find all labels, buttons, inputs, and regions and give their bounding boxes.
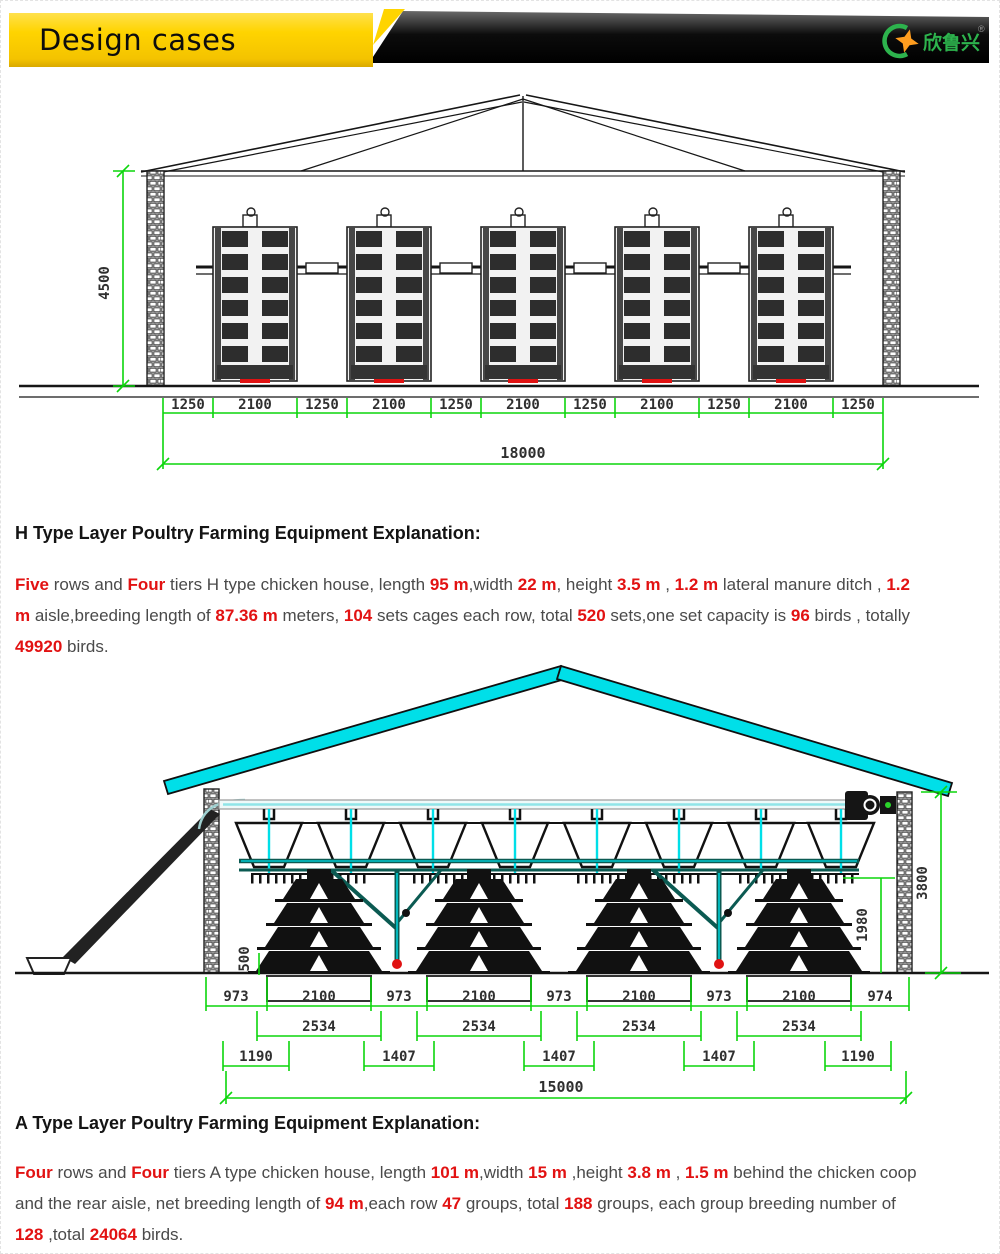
dim-label: 2100 <box>462 989 496 1005</box>
brick-column-right <box>882 170 901 387</box>
a-frame-cage <box>248 869 390 1002</box>
feed-conveyor-line <box>218 799 854 810</box>
text-line: m aisle,breeding length of 87.36 m meter… <box>15 606 910 625</box>
dim-label: 1250 <box>707 397 741 413</box>
dim-label-total: 18000 <box>500 444 545 462</box>
dim-label: 2534 <box>462 1019 496 1035</box>
a-frame-cage <box>568 869 710 1002</box>
text-line: and the rear aisle, net breeding length … <box>15 1194 896 1213</box>
dim-label: 1407 <box>702 1049 736 1065</box>
dim-label: 1250 <box>171 397 205 413</box>
dim-label: 2100 <box>640 397 674 413</box>
h-type-paragraph: Five rows and Four tiers H type chicken … <box>15 569 910 662</box>
a-type-heading: A Type Layer Poultry Farming Equipment E… <box>15 1113 481 1133</box>
manure-pit-base <box>746 975 852 1002</box>
dim-label: 2534 <box>622 1019 656 1035</box>
dim-label: 2534 <box>782 1019 816 1035</box>
dim-label: 1250 <box>841 397 875 413</box>
dim-label: 1407 <box>542 1049 576 1065</box>
post-red-dot <box>714 959 724 969</box>
a-frame-cage <box>728 869 870 1002</box>
ground-line <box>19 384 979 398</box>
company-logo: 欣鲁兴 ® <box>882 23 985 59</box>
cage-tower <box>614 207 700 383</box>
conveyor-motor <box>845 791 896 820</box>
cage-base-red-mark <box>508 379 538 383</box>
page-title: Design cases <box>39 23 237 57</box>
h-type-cage-rows <box>212 207 834 383</box>
dim-label-total: 15000 <box>538 1078 583 1096</box>
logo-star-icon <box>895 29 919 53</box>
black-ribbon <box>369 11 989 63</box>
dim-label: 973 <box>223 989 248 1005</box>
cage-tower <box>748 207 834 383</box>
dimension-lines <box>205 785 961 1105</box>
dim-label: 2100 <box>506 397 540 413</box>
h-type-heading: H Type Layer Poultry Farming Equipment E… <box>15 523 481 543</box>
dimension-lines <box>113 164 890 471</box>
cage-base-red-mark <box>642 379 672 383</box>
logo-text: 欣鲁兴 <box>923 31 980 54</box>
dim-label: 973 <box>546 989 571 1005</box>
dim-label: 1190 <box>239 1049 273 1065</box>
dim-label: 2100 <box>622 989 656 1005</box>
a-type-paragraph: Four rows and Four tiers A type chicken … <box>15 1157 917 1250</box>
brick-column-left <box>146 170 165 387</box>
dim-label-overall-height: 3800 <box>915 866 931 900</box>
text-line: Four rows and Four tiers A type chicken … <box>15 1163 917 1182</box>
cage-tower <box>480 207 566 383</box>
cage-base-red-mark <box>240 379 270 383</box>
registered-mark: ® <box>978 24 985 34</box>
dim-label: 2534 <box>302 1019 336 1035</box>
dim-label: 2100 <box>302 989 336 1005</box>
cage-tower <box>346 207 432 383</box>
text-line: Five rows and Four tiers H type chicken … <box>15 575 910 594</box>
cage-base-red-mark <box>374 379 404 383</box>
dim-label: 1250 <box>305 397 339 413</box>
header-banner: 欣鲁兴 ® Design cases <box>1 1 999 81</box>
dim-label-pit: 500 <box>237 946 253 971</box>
dim-label: 2100 <box>782 989 816 1005</box>
dim-label: 1190 <box>841 1049 875 1065</box>
rail-carriages <box>305 262 741 274</box>
support-truss <box>239 858 859 969</box>
title-banner: Design cases <box>9 13 373 67</box>
banner-decoration: 欣鲁兴 ® <box>369 9 989 63</box>
yellow-notch <box>373 9 405 45</box>
dim-label: 1250 <box>573 397 607 413</box>
a-frame-cage <box>408 869 550 1002</box>
dim-label: 973 <box>386 989 411 1005</box>
cage-base-red-mark <box>776 379 806 383</box>
dim-label: 974 <box>867 989 892 1005</box>
feed-hoppers <box>234 809 876 869</box>
dim-label: 973 <box>706 989 731 1005</box>
dim-label: 2100 <box>774 397 808 413</box>
gable-roof-truss <box>140 94 906 177</box>
motor-green-dot <box>885 802 891 808</box>
brick-column-right <box>896 791 913 974</box>
a-type-cage-stacks <box>248 869 870 1002</box>
dim-label: 1250 <box>439 397 473 413</box>
dim-label: 1407 <box>382 1049 416 1065</box>
cage-tower <box>212 207 298 383</box>
h-type-diagram: 4500 1250 2100 1250 2100 1250 2100 1250 … <box>19 94 979 471</box>
text-line: 49920 birds. <box>15 637 109 656</box>
cyan-gable-roof <box>162 664 954 798</box>
dim-label: 2100 <box>238 397 272 413</box>
text-line: 128 ,total 24064 birds. <box>15 1225 184 1244</box>
a-type-diagram: 973 2100 973 2100 973 2100 973 2100 974 … <box>15 664 989 1105</box>
dim-label-height: 4500 <box>97 266 113 300</box>
dim-label: 2100 <box>372 397 406 413</box>
dim-label-cage-height: 1980 <box>855 908 871 942</box>
post-red-dot <box>392 959 402 969</box>
logo-swoosh-icon <box>882 23 909 59</box>
